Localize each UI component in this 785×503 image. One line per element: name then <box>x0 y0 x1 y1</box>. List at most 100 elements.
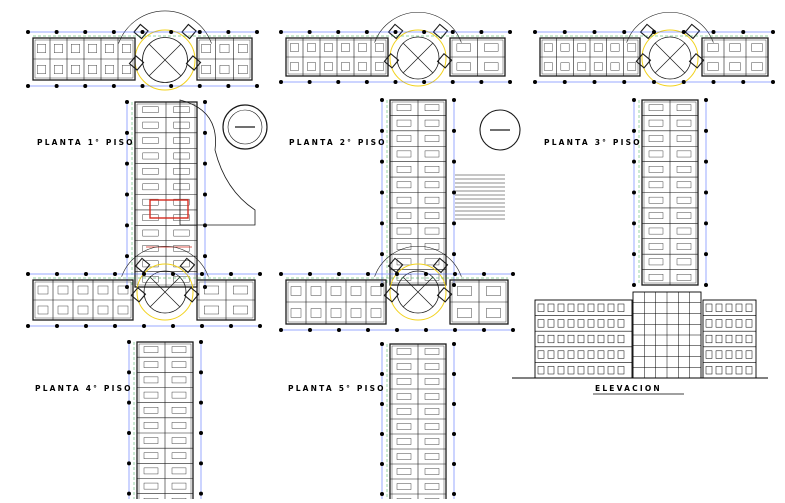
bed-furniture <box>117 305 129 315</box>
grid-bubble <box>422 30 427 34</box>
bed-furniture <box>396 135 412 142</box>
window <box>735 350 743 359</box>
floor-plan-1 <box>26 10 268 289</box>
grid-bubble <box>255 84 259 88</box>
bed-furniture <box>456 43 471 52</box>
bed-furniture <box>424 196 440 204</box>
bed-furniture <box>37 305 49 315</box>
hub-core <box>396 270 440 314</box>
grid-bubble <box>127 431 131 435</box>
bed-furniture <box>396 150 412 158</box>
bed-furniture <box>173 183 190 191</box>
grid-bubble <box>592 30 597 34</box>
grid-bubble <box>279 272 283 276</box>
grid-bubble <box>622 30 627 34</box>
window <box>577 303 585 312</box>
bed-furniture <box>627 43 637 52</box>
window <box>557 366 565 375</box>
grid-bubble <box>203 130 207 135</box>
bed-furniture <box>341 43 350 52</box>
grid-bubble <box>704 190 708 195</box>
bed-furniture <box>350 308 362 318</box>
bed-furniture <box>37 285 49 295</box>
grid-bubble <box>393 30 398 34</box>
window <box>745 366 753 375</box>
window <box>547 366 555 375</box>
bed-furniture <box>577 62 587 71</box>
bed-furniture <box>486 308 501 318</box>
grid-bubble <box>452 283 456 287</box>
grid-bubble <box>203 161 207 166</box>
floor-plan-3 <box>533 11 775 287</box>
grid-bubble <box>704 98 708 102</box>
bed-furniture <box>358 43 367 52</box>
grid-bubble <box>113 272 117 276</box>
window <box>577 319 585 328</box>
grid-bubble <box>279 328 283 332</box>
bed-furniture <box>648 243 664 250</box>
grid-bubble <box>632 159 636 164</box>
bed-furniture <box>648 196 664 204</box>
grid-bubble <box>704 221 708 226</box>
window <box>617 334 625 344</box>
grid-bubble <box>255 30 259 34</box>
grid-bubble <box>125 130 129 135</box>
bed-furniture <box>396 423 412 430</box>
grid-bubble <box>140 84 145 88</box>
grid-bubble <box>125 100 129 104</box>
label-floor-1: PLANTA 1° PISO <box>37 138 135 147</box>
window <box>537 366 545 375</box>
bed-furniture <box>173 198 190 206</box>
window <box>715 319 723 328</box>
grid-bubble <box>771 80 775 84</box>
elevation-drawing <box>512 291 768 379</box>
hub-outer-arc <box>121 245 209 277</box>
bed-furniture <box>676 181 692 189</box>
elevator-cab <box>133 23 149 40</box>
bed-furniture <box>648 104 664 111</box>
bed-furniture <box>143 376 159 384</box>
bed-furniture <box>173 152 190 160</box>
bed-furniture <box>424 438 440 445</box>
grid-bubble <box>125 254 129 259</box>
grid-bubble <box>111 30 116 34</box>
bed-furniture <box>676 119 692 127</box>
grid-bubble <box>380 283 384 287</box>
bed-furniture <box>370 308 382 318</box>
window <box>547 350 555 359</box>
bed-furniture <box>307 62 316 71</box>
bed-furniture <box>648 227 664 235</box>
elevator-cab <box>688 52 705 69</box>
window <box>557 334 565 344</box>
grid-bubble <box>171 324 175 328</box>
bed-furniture <box>676 258 692 266</box>
grid-bubble <box>226 30 231 34</box>
bed-furniture <box>751 62 763 71</box>
window <box>735 334 743 344</box>
bed-furniture <box>370 286 382 296</box>
grid-bubble <box>83 30 88 34</box>
window <box>617 319 625 328</box>
grid-bubble <box>199 431 203 435</box>
window <box>557 350 565 359</box>
grid-bubble <box>337 328 341 332</box>
bed-furniture <box>486 286 501 296</box>
bed-furniture <box>204 305 219 315</box>
bed-furniture <box>173 121 190 129</box>
bed-furniture <box>142 229 159 237</box>
floor-plan-2 <box>279 11 521 287</box>
grid-bubble <box>395 328 399 332</box>
grid-bubble <box>203 285 207 289</box>
bed-furniture <box>350 286 362 296</box>
grid-bubble <box>203 192 207 197</box>
grid-bubble <box>258 324 262 328</box>
grid-bubble <box>632 98 636 102</box>
bed-furniture <box>396 181 412 189</box>
grid-bubble <box>562 30 567 34</box>
window <box>577 334 585 344</box>
bed-furniture <box>105 65 114 74</box>
bed-furniture <box>424 363 440 370</box>
bed-furniture <box>57 285 69 295</box>
grid-bubble <box>452 190 456 195</box>
